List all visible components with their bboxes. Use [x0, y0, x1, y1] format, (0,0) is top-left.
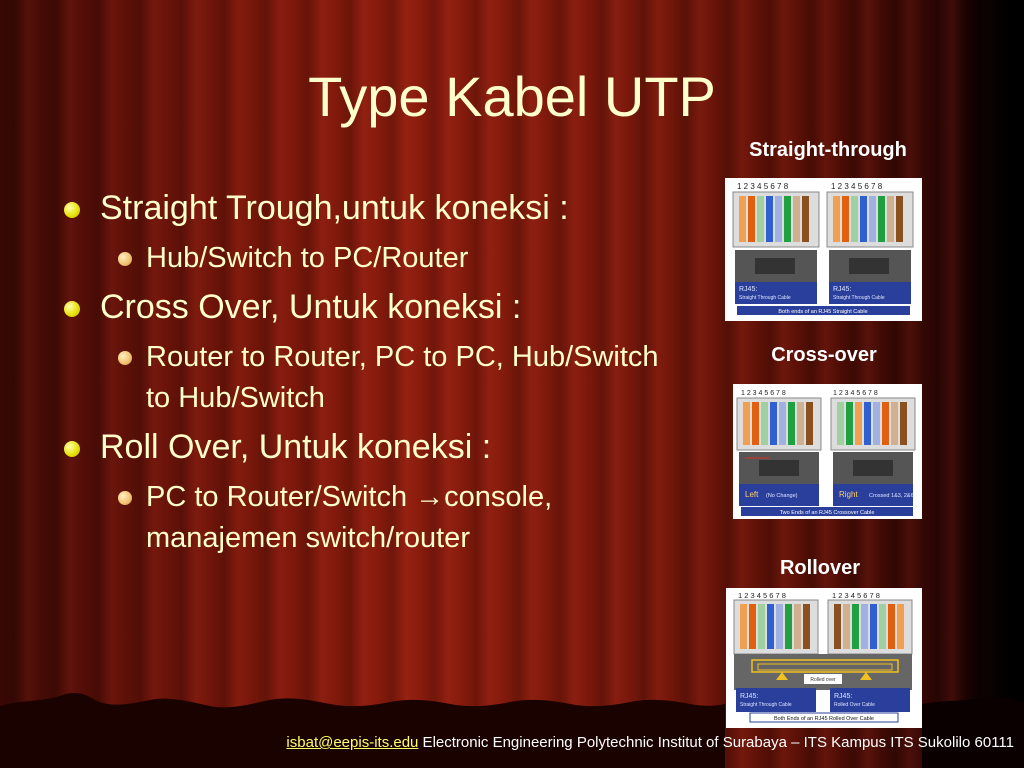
diagram-note: Both Ends of an RJ45 Rolled Over Cable	[774, 716, 874, 722]
pin-numbers-right: 1 2 3 4 5 6 7 8	[832, 591, 880, 600]
jack-sub-right: Straight Through Cable	[833, 295, 885, 301]
pin-numbers-left: 1 2 3 4 5 6 7 8	[741, 390, 786, 397]
bullet-dot-icon	[64, 202, 80, 218]
sub-bullet-text: Router to Router, PC to PC, Hub/Switch t…	[146, 341, 659, 414]
sub-bullet-text: PC to Router/Switch →console, manajemen …	[146, 481, 553, 554]
sub-bullet-rollover: PC to Router/Switch →console, manajemen …	[58, 477, 678, 559]
bullet-dot-icon	[64, 441, 80, 457]
bullet-text: Straight Trough,untuk koneksi :	[100, 189, 569, 227]
caption-cross-over: Cross-over	[771, 344, 877, 366]
sub-bullet-straight: Hub/Switch to PC/Router	[58, 238, 678, 279]
bullet-text: Cross Over, Untuk koneksi :	[100, 288, 522, 326]
jack-label-left: Left	[745, 490, 759, 499]
bullet-dot-icon	[64, 301, 80, 317]
sub-bullet-dot-icon	[118, 252, 132, 266]
footer: isbat@eepis-its.edu Electronic Engineeri…	[0, 734, 1014, 752]
jack-label-left: RJ45:	[739, 286, 757, 293]
jack-sub-right: Rolled Over Cable	[834, 702, 875, 708]
sub-bullet-text: Hub/Switch to PC/Router	[146, 242, 469, 274]
bullet-straight: Straight Trough,untuk koneksi :	[58, 188, 678, 228]
rollover-cable-diagram: 1 2 3 4 5 6 7 8 1 2 3 4 5 6 7 8 Rolled o…	[726, 588, 922, 728]
jack-label-right: RJ45:	[834, 693, 852, 700]
jack-label-right: RJ45:	[833, 286, 851, 293]
sub-bullet-dot-icon	[118, 491, 132, 505]
curtain-shadow	[954, 0, 1024, 768]
jack-sub-right: Crossed 1&3, 2&6	[869, 493, 914, 499]
pin-numbers-right: 1 2 3 4 5 6 7 8	[833, 390, 878, 397]
bullet-text: Roll Over, Untuk koneksi :	[100, 428, 492, 466]
pin-numbers-left: 1 2 3 4 5 6 7 8	[738, 591, 786, 600]
jack-sub-left: Straight Through Cable	[739, 295, 791, 301]
bullet-crossover: Cross Over, Untuk koneksi :	[58, 287, 678, 327]
pin-numbers-right: 1 2 3 4 5 6 7 8	[831, 182, 883, 191]
straight-through-cable-diagram: 1 2 3 4 5 6 7 8 1 2 3 4 5 6 7 8 RJ45: St…	[725, 178, 922, 321]
diagram-note: Two Ends of an RJ45 Crossover Cable	[780, 510, 875, 516]
footer-text: Electronic Engineering Polytechnic Insti…	[418, 734, 1014, 751]
slide-title: Type Kabel UTP	[308, 65, 716, 128]
pin-numbers-left: 1 2 3 4 5 6 7 8	[737, 182, 789, 191]
jack-label-right: Right	[839, 490, 858, 499]
diagram-note: Both ends of an RJ45 Straight Cable	[778, 309, 867, 315]
sub-bullet-dot-icon	[118, 351, 132, 365]
jack-label-left: RJ45:	[740, 693, 758, 700]
footer-email-link[interactable]: isbat@eepis-its.edu	[286, 734, 419, 751]
cross-over-cable-diagram: 1 2 3 4 5 6 7 8 1 2 3 4 5 6 7 8 Left (No…	[733, 384, 922, 519]
caption-straight-through: Straight-through	[749, 139, 907, 161]
caption-rollover: Rollover	[779, 557, 861, 579]
jack-sub-left: (No Change)	[766, 493, 798, 499]
rolled-over-label: Rolled over	[810, 677, 836, 683]
jack-sub-left: Straight Through Cable	[740, 702, 792, 708]
sub-bullet-crossover: Router to Router, PC to PC, Hub/Switch t…	[58, 337, 678, 419]
bullet-rollover: Roll Over, Untuk koneksi :	[58, 427, 678, 467]
bullet-list: Straight Trough,untuk koneksi : Hub/Swit…	[58, 188, 678, 567]
